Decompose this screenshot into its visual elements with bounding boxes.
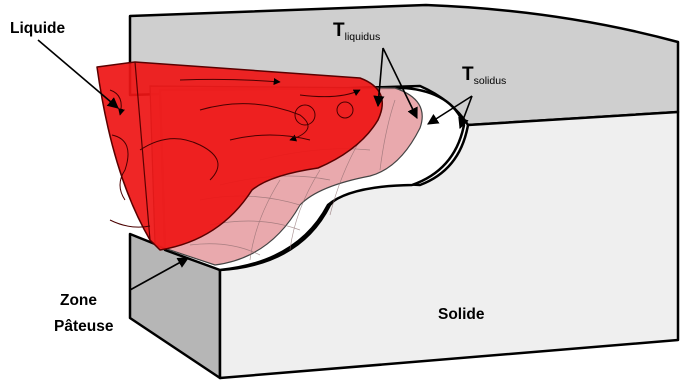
label-solide: Solide: [438, 306, 485, 323]
label-pateuse: Pâteuse: [54, 318, 114, 335]
label-liquide: Liquide: [10, 20, 65, 37]
label-t-liquidus-sub: liquidus: [345, 31, 381, 43]
label-t-solidus-sub: solidus: [474, 75, 507, 87]
label-t-liquidus-main: T: [333, 20, 345, 41]
label-zone: Zone: [60, 292, 97, 309]
label-t-solidus-main: T: [462, 64, 474, 85]
